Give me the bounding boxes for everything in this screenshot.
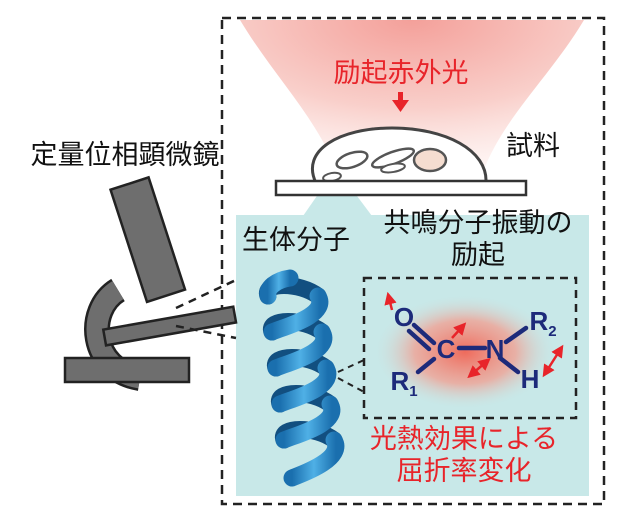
glass-slide — [274, 179, 528, 197]
sample-cell — [310, 126, 488, 185]
resonance-label-line2: 励起 — [451, 240, 505, 271]
biomolecule-label: 生体分子 — [242, 225, 350, 256]
zoom-line-upper — [175, 278, 237, 310]
r1-group: R1 — [390, 366, 417, 400]
helix-connector-upper — [337, 359, 365, 373]
photothermal-label-line2: 屈折率変化 — [397, 456, 532, 487]
excitation-arrow — [392, 92, 409, 112]
carbon-atom: C — [437, 334, 456, 364]
zoom-line-lower — [175, 324, 237, 340]
microscope-icon — [63, 175, 238, 391]
nitrogen-atom: N — [486, 334, 505, 364]
microscope-label: 定量位相顕微鏡 — [31, 140, 220, 171]
excitation-light-label: 励起赤外光 — [334, 58, 469, 89]
amide-bonds — [406, 322, 529, 375]
outer-dashed-frame — [220, 16, 606, 506]
vibration-arrows — [384, 291, 564, 379]
zoom-cone — [303, 180, 372, 216]
sample-label: 試料 — [506, 131, 560, 162]
resonance-label-line1: 共鳴分子振動の — [384, 208, 573, 239]
heat-glow — [373, 294, 557, 410]
photothermal-label-line1: 光熱効果による — [370, 424, 558, 455]
oxygen-atom: O — [394, 302, 414, 332]
hydrogen-atom: H — [521, 364, 540, 394]
r2-group: R2 — [529, 306, 556, 340]
helix-connector-lower — [337, 377, 365, 393]
molecule-dashed-box — [362, 276, 578, 420]
infrared-beam — [240, 20, 584, 180]
helix-icon — [259, 269, 345, 487]
